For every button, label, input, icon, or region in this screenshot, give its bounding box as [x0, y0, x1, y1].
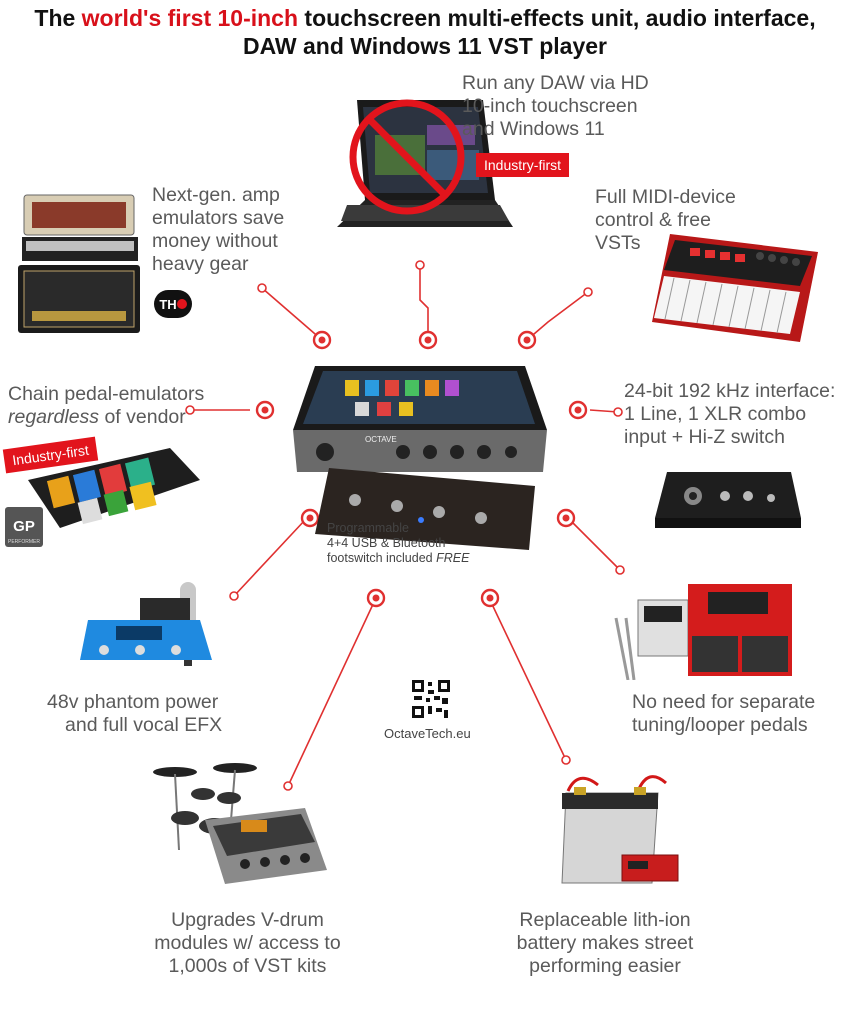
connector-end: [257, 283, 267, 293]
connector-end: [613, 407, 623, 417]
pedalboard-image: [28, 448, 200, 528]
vocal-processor-image: [80, 582, 212, 666]
interface-caption: 24-bit 192 kHz interface:1 Line, 1 XLR c…: [624, 380, 836, 448]
prohibition-icon: [349, 99, 465, 215]
tuner-looper-image: [614, 584, 792, 680]
title-highlight: world's first 10-inch: [81, 5, 299, 31]
laptop-image: [337, 99, 513, 227]
vdrum-kit-image: [153, 763, 327, 884]
title-text: touchscreen multi-effects unit, audio in…: [298, 5, 816, 31]
amp-stack-image: [18, 194, 140, 333]
footswitch-caption: Programmable 4+4 USB & Bluetooth footswi…: [327, 521, 470, 565]
battery-image: [561, 775, 679, 884]
octave-logo: OCTAVE: [365, 435, 397, 444]
midi-keyboard-image: [652, 234, 818, 342]
audio-interface-image: [655, 472, 801, 528]
vocal-caption: 48v phantom power and full vocal EFX: [47, 691, 223, 736]
industry-first-badge: Industry-first: [476, 153, 570, 177]
svg-text:PERFORMER: PERFORMER: [8, 539, 40, 545]
connector-end: [583, 287, 593, 297]
thu-logo: TH: [154, 290, 192, 318]
connector-end: [415, 260, 425, 270]
connector-end: [615, 565, 625, 575]
qr-code[interactable]: [412, 680, 450, 718]
connector-end: [185, 405, 195, 415]
page-title: The world's first 10-inch touchscreen mu…: [0, 4, 850, 60]
connector-amp: [261, 287, 323, 341]
connector-battery: [489, 599, 567, 761]
connector-tuner: [569, 519, 621, 571]
pedal-caption: Chain pedal-emulators regardless of vend…: [8, 383, 205, 428]
title-text: The: [34, 5, 82, 31]
connector-drum: [287, 599, 376, 787]
connector-end: [561, 755, 571, 765]
connector-end: [283, 781, 293, 791]
connector-midi: [526, 291, 589, 341]
connector-vocal: [233, 519, 306, 597]
svg-text:GP: GP: [13, 518, 35, 535]
octave-device-image: OCTAVE: [293, 366, 547, 550]
svg-text:TH: TH: [159, 297, 176, 312]
connector-end: [229, 591, 239, 601]
connector-daw: [419, 265, 429, 340]
website-link[interactable]: OctaveTech.eu: [384, 726, 471, 741]
title-line-2: DAW and Windows 11 VST player: [242, 33, 608, 59]
gp-performer-logo: GP PERFORMER: [5, 507, 43, 547]
